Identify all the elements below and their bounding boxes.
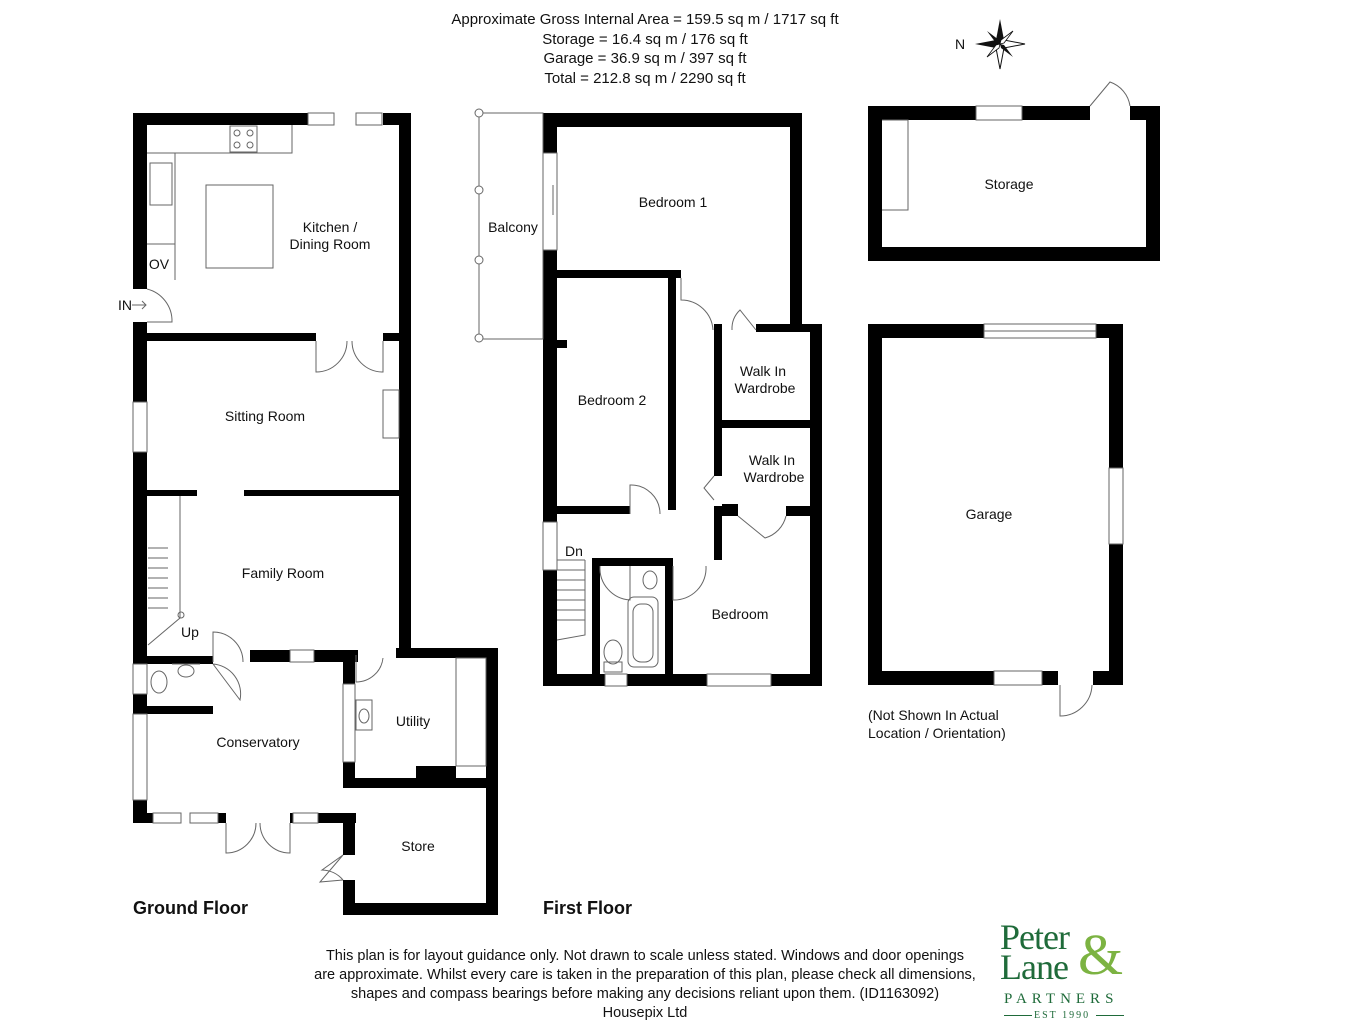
compass-icon — [975, 19, 1026, 70]
storage-label: Storage — [984, 176, 1033, 192]
area-summary: Approximate Gross Internal Area = 159.5 … — [400, 10, 890, 88]
logo-ampersand: & — [1078, 922, 1124, 987]
storage-walls — [868, 106, 1160, 261]
sitting-room-label: Sitting Room — [225, 408, 305, 424]
disclaimer-line4: Housepix Ltd — [602, 1005, 688, 1021]
store-label: Store — [401, 838, 435, 854]
disclaimer-line1: This plan is for layout guidance only. N… — [325, 948, 965, 964]
logo-est: EST 1990 — [1034, 1010, 1091, 1021]
logo-word-partners: PARTNERS — [1004, 991, 1119, 1007]
bedroom-label: Bedroom — [712, 606, 769, 622]
family-room-label: Family Room — [242, 565, 324, 581]
garage-label: Garage — [966, 506, 1013, 522]
gross-area-text: Approximate Gross Internal Area = 159.5 … — [451, 11, 839, 28]
conservatory-label: Conservatory — [216, 734, 299, 750]
agency-logo: Peter Lane & PARTNERS EST 1990 — [1000, 917, 1128, 1022]
balcony-label: Balcony — [488, 219, 538, 235]
entrance-label: IN — [118, 297, 132, 313]
wardrobe-a-line1: Walk In — [740, 363, 786, 379]
bedroom2-label: Bedroom 2 — [578, 392, 647, 408]
outbuildings-note: (Not Shown In Actual Location / Orientat… — [868, 706, 1006, 742]
ground-floor-title: Ground Floor — [133, 898, 248, 918]
logo-word-lane: Lane — [1000, 947, 1069, 987]
first-floor-title: First Floor — [543, 898, 632, 918]
storage-area-text: Storage = 16.4 sq m / 176 sq ft — [542, 30, 748, 48]
wardrobe-b-line2: Wardrobe — [744, 469, 805, 485]
wardrobe-b-line1: Walk In — [749, 452, 795, 468]
note-line1: (Not Shown In Actual — [868, 707, 999, 723]
garage-walls — [868, 324, 1123, 685]
disclaimer-line3: shapes and compass bearings before makin… — [350, 986, 940, 1002]
ground-floor-walls — [133, 113, 498, 915]
logo-rule-right — [1096, 1015, 1124, 1016]
kitchen-label-line2: Dining Room — [290, 236, 371, 252]
disclaimer-line2: are approximate. Whilst every care is ta… — [314, 967, 976, 983]
total-area-text: Total = 212.8 sq m / 2290 sq ft — [544, 69, 746, 87]
oven-label: OV — [149, 256, 170, 272]
kitchen-fittings — [132, 112, 487, 883]
compass-north-label: N — [955, 36, 965, 52]
wardrobe-a-line2: Wardrobe — [735, 380, 796, 396]
first-floor-fittings — [474, 108, 787, 687]
garage-area-text: Garage = 36.9 sq m / 397 sq ft — [543, 50, 747, 67]
storage-fittings — [882, 81, 1131, 211]
note-line2: Location / Orientation) — [868, 725, 1006, 741]
stairs-down-label: Dn — [565, 543, 583, 559]
disclaimer: This plan is for layout guidance only. N… — [300, 947, 990, 1023]
first-floor-walls — [543, 113, 822, 686]
logo-rule-left — [1004, 1015, 1032, 1016]
stairs-up-label: Up — [181, 624, 199, 640]
bedroom1-label: Bedroom 1 — [639, 194, 708, 210]
kitchen-label-line1: Kitchen / — [303, 219, 358, 235]
garage-fittings — [983, 323, 1124, 717]
logo-word-peter: Peter — [1000, 917, 1070, 957]
utility-label: Utility — [396, 713, 430, 729]
